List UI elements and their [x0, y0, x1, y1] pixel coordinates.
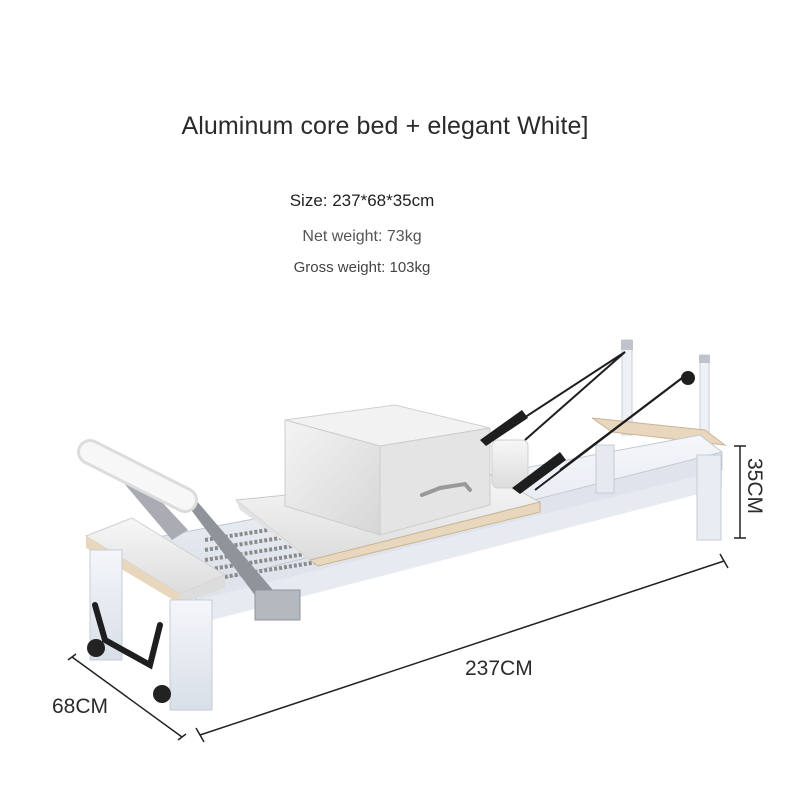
net-weight-spec: Net weight: 73kg	[302, 228, 422, 245]
width-dimension-label: 68CM	[52, 695, 109, 718]
straps	[480, 371, 695, 494]
dimension-lines	[67, 445, 746, 743]
height-dimension-label: 35CM	[743, 458, 766, 515]
size-spec: Size: 237*68*35cm	[289, 191, 435, 210]
length-dimension-label: 237CM	[465, 657, 533, 680]
rear-leg	[696, 454, 722, 541]
handles	[92, 602, 163, 670]
footbar	[77, 439, 198, 513]
page-title: Aluminum core bed + elegant White]	[181, 112, 589, 140]
sitting-box	[284, 404, 491, 536]
shoulder-rest	[491, 439, 529, 489]
gross-weight-spec: Gross weight: 103kg	[293, 259, 431, 276]
